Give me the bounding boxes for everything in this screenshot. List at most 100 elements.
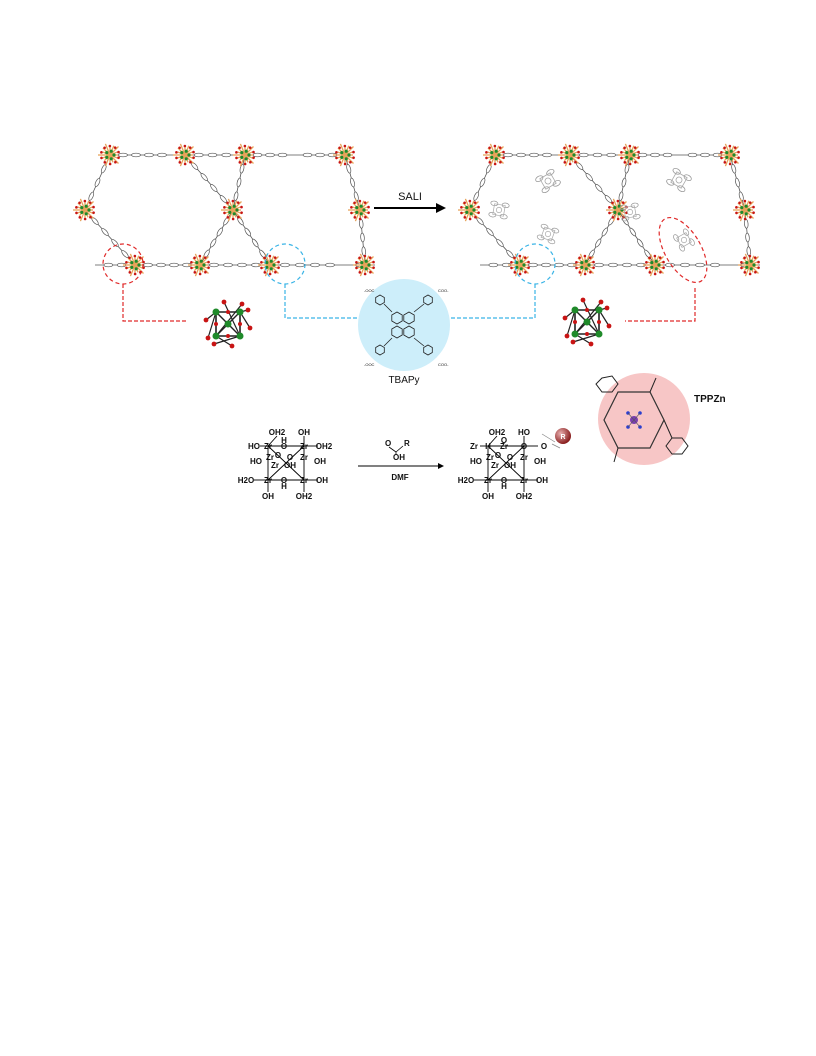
cluster-atom-label: Zr: [300, 442, 308, 451]
zr-atom: [212, 332, 220, 340]
cluster-atom-label: H: [501, 482, 507, 491]
cluster-atom-label: O: [507, 453, 513, 462]
zr-atom: [595, 306, 603, 314]
tbapy-panel: TBAPy -OOC COO- -OOC COO-: [358, 279, 450, 386]
ring: [423, 344, 433, 356]
oxygen-atom: [205, 335, 211, 341]
cluster-atom-label: HO: [248, 442, 260, 451]
linker-chain: [584, 209, 619, 266]
zr-atom: [583, 318, 591, 326]
cluster-atom-label: Zr: [300, 476, 308, 485]
cluster-atom-label: Zr: [520, 476, 528, 485]
cluster-atom-label: H2O: [458, 476, 474, 485]
cluster-atom-label: OH: [534, 457, 546, 466]
ring: [423, 294, 433, 306]
oxygen-atom: [239, 301, 245, 307]
phenyl-ring: [595, 375, 619, 393]
tppzn-ghost: [536, 223, 560, 245]
cluster-atom-label: OH: [536, 476, 548, 485]
oxygen-atom: [598, 299, 604, 305]
ring: [375, 294, 385, 306]
cluster-atom-label: O: [495, 451, 501, 460]
cluster-atom-label: HO: [250, 457, 262, 466]
linker-chain: [245, 152, 295, 158]
oxygen-atom: [597, 320, 601, 324]
cluster-atom-label: H: [485, 442, 491, 451]
linker-chain: [184, 154, 234, 211]
oxygen-atom: [214, 322, 218, 326]
tppzn-panel: TPPZn: [595, 373, 726, 465]
tppzn-highlight-ellipse: [658, 216, 708, 284]
cluster-atom-label: O: [275, 451, 281, 460]
cluster-atom-label: H: [281, 482, 287, 491]
oxygen-atom: [226, 310, 230, 314]
zr-node: [733, 198, 755, 222]
tppzn-ghost: [488, 200, 510, 220]
oxygen-atom: [211, 341, 217, 347]
cluster-atom-label: O: [501, 476, 507, 485]
linker-chain: [135, 262, 200, 268]
cluster-atom-label: Zr: [486, 453, 494, 462]
oxygen-atom: [562, 315, 568, 321]
carboxylate-label: -OOC: [364, 288, 375, 293]
zr-atom: [236, 308, 244, 316]
linker-chain: [232, 209, 271, 266]
linker-chain: [617, 154, 631, 211]
zr-atom: [571, 330, 579, 338]
linker-chain: [185, 152, 240, 158]
oxygen-atom: [585, 308, 589, 312]
tbapy-label: TBAPy: [388, 375, 419, 386]
ring: [391, 325, 403, 339]
oxygen-atom: [226, 334, 230, 338]
zr-node: [558, 143, 580, 167]
linker-chain: [110, 152, 175, 158]
oxygen-atom: [573, 320, 577, 324]
zr6-node-model: [203, 299, 253, 349]
linker-chain: [480, 262, 520, 268]
cluster-atom-label: Zr: [500, 442, 508, 451]
r-label: R: [560, 434, 565, 441]
tppzn-ghost: [666, 167, 692, 193]
cluster-atom-label: Zr: [484, 476, 492, 485]
cluster-atom-label: O: [281, 442, 287, 451]
oxygen-atom: [564, 333, 570, 339]
cluster-atom-label: O: [541, 442, 547, 451]
zr-atom: [224, 320, 232, 328]
oxygen-atom: [203, 317, 209, 323]
cluster-atom-label: OH: [482, 492, 494, 501]
cluster-atom-label: OH: [262, 492, 274, 501]
carboxylate-label: -OOC: [364, 362, 375, 367]
dmf-label: DMF: [391, 473, 408, 482]
cluster-atom-label: Zr: [264, 442, 272, 451]
cluster-atom-label: H: [281, 436, 287, 445]
zr-node: [618, 143, 640, 167]
cluster-atom-label: OH2: [516, 492, 533, 501]
cluster-atom-label: OH2: [316, 442, 333, 451]
cluster-atom-label: O: [281, 476, 287, 485]
zr-node: [333, 143, 355, 167]
ring: [375, 344, 385, 356]
zr-node: [73, 198, 95, 222]
cluster-atom-label: OH: [316, 476, 328, 485]
zr-node: [188, 253, 210, 277]
cluster-atom-label: H2O: [238, 476, 254, 485]
zr-atom: [212, 308, 220, 316]
cluster-atom-label: OH: [298, 428, 310, 437]
zr-node: [233, 143, 255, 167]
ring: [391, 311, 403, 325]
framework-after: [458, 143, 760, 277]
cluster-atom-label: O: [287, 453, 293, 462]
r-group-ball: R: [541, 428, 571, 449]
oxygen-atom: [221, 299, 227, 305]
cluster-atom-label: O: [501, 436, 507, 445]
tppzn-label: TPPZn: [694, 394, 726, 405]
sali-label: SALI: [398, 191, 422, 203]
connector-lines: [122, 284, 696, 322]
framework-before: [73, 143, 375, 277]
oxygen-atom: [580, 297, 586, 303]
phenyl-ring: [665, 437, 689, 455]
tppzn-ghost: [535, 168, 561, 194]
linker-chain: [655, 262, 730, 268]
